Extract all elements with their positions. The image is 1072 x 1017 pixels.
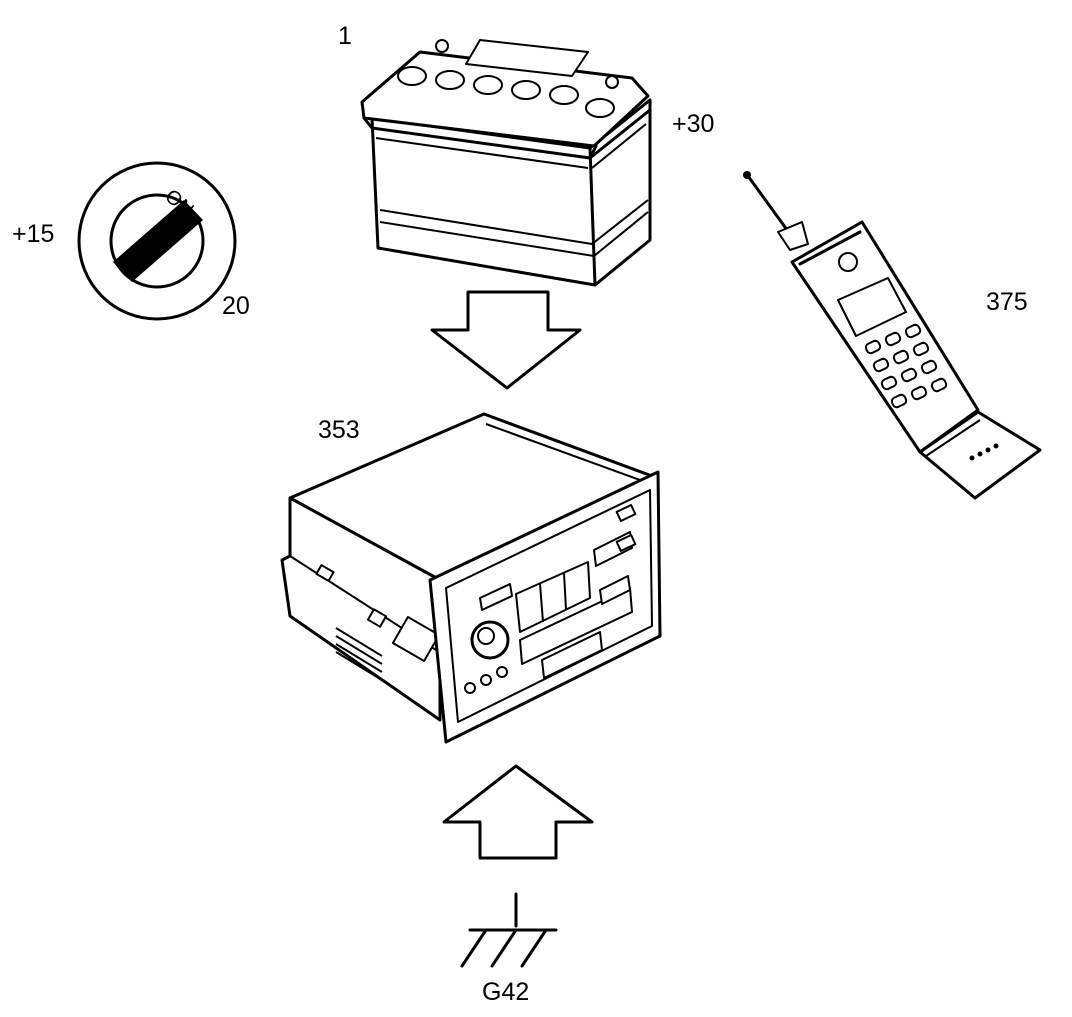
phone-number-label: 375 xyxy=(986,288,1028,316)
battery-number-label: 1 xyxy=(338,22,352,50)
ignition-switch-number-label: 20 xyxy=(222,292,250,320)
battery-terminal-label: +30 xyxy=(672,110,715,138)
battery-icon xyxy=(360,39,652,287)
ground-symbol-icon xyxy=(460,892,558,968)
ignition-switch-icon xyxy=(77,161,237,321)
radio-number-label: 353 xyxy=(318,416,360,444)
ground-label: G42 xyxy=(482,978,530,1006)
ignition-terminal-label: +15 xyxy=(12,220,55,248)
block-arrow-up xyxy=(442,764,594,860)
block-arrow-down xyxy=(430,290,582,390)
mobile-phone-icon xyxy=(743,171,1042,500)
radio-unit-icon xyxy=(280,412,662,744)
